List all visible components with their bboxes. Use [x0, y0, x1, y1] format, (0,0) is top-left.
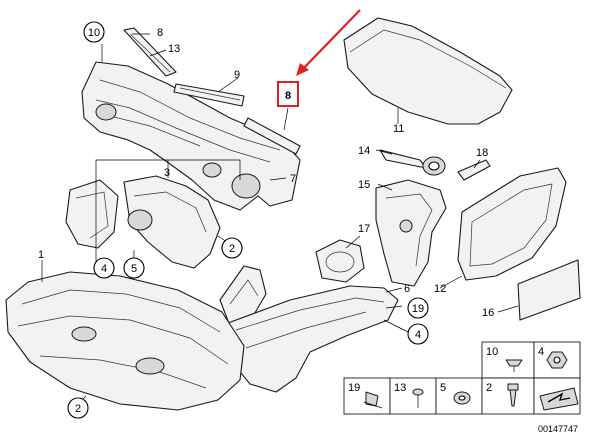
- callout-labels: 8 13 9 11 14 18 3 7 15 17 1 6 12 16: [38, 27, 494, 319]
- label-6: 6: [404, 283, 410, 295]
- highlight-callout: 8: [277, 9, 361, 107]
- highlight-box: [277, 81, 299, 107]
- pushpin-icon-2: [507, 383, 519, 391]
- part-6-floor-panel: [219, 285, 399, 393]
- diagram-id: 00147747: [538, 424, 578, 434]
- label-1: 1: [38, 249, 44, 261]
- label-17: 17: [358, 223, 370, 235]
- label-2-circled-lower: 2: [75, 403, 81, 415]
- label-19-circled: 19: [412, 303, 424, 315]
- pad-icon: [539, 387, 579, 411]
- highlight-arrow-line: [299, 9, 361, 73]
- legend-label-19: 19: [348, 382, 360, 394]
- part-13-strip: [123, 27, 177, 77]
- part-17-pad: [315, 239, 365, 283]
- label-8-highlighted: 8: [285, 90, 291, 102]
- label-4-circled-left: 4: [101, 263, 107, 275]
- screw-icon-13: [412, 388, 424, 396]
- label-7: 7: [290, 173, 296, 185]
- clip-icon-10: [505, 359, 523, 367]
- legend-label-4: 4: [538, 346, 544, 358]
- part-18-strip: [457, 159, 491, 181]
- part-1-floor-insulation: [5, 271, 245, 411]
- part-15-pillar-insulation: [375, 179, 447, 287]
- label-4-circled-right: 4: [415, 329, 421, 341]
- circled-labels: 10 2 4 5 19 4 2: [67, 21, 429, 419]
- highlight-arrow-head-icon: [296, 63, 309, 76]
- part-3-side-panels: [65, 175, 221, 269]
- label-11: 11: [393, 123, 404, 135]
- label-14: 14: [358, 145, 370, 157]
- leader-lines: [41, 33, 519, 405]
- label-5-circled: 5: [131, 263, 137, 275]
- label-15: 15: [358, 179, 370, 191]
- part-16-flat-panel: [517, 259, 581, 321]
- legend-label-13: 13: [394, 382, 406, 394]
- label-13: 13: [168, 43, 180, 55]
- part-10-bulkhead: [81, 61, 301, 211]
- fastener-legend: 10 4 19 13 5 2: [343, 341, 581, 415]
- part-9-strip: [173, 83, 245, 107]
- legend-label-10: 10: [486, 346, 498, 358]
- label-10-circled: 10: [88, 27, 100, 39]
- label-18: 18: [476, 147, 488, 159]
- label-2-circled-upper: 2: [229, 243, 235, 255]
- label-9: 9: [234, 69, 240, 81]
- label-3: 3: [164, 167, 170, 179]
- label-16: 16: [482, 307, 494, 319]
- part-12-door-panel: [457, 167, 567, 281]
- legend-label-2: 2: [486, 382, 492, 394]
- label-8-top: 8: [157, 27, 163, 39]
- part-14-tape-roll: [379, 149, 446, 176]
- legend-label-5: 5: [440, 382, 446, 394]
- label-12: 12: [434, 283, 446, 295]
- part-8-strip: [243, 117, 301, 155]
- part-11-parcel-shelf: [343, 17, 513, 125]
